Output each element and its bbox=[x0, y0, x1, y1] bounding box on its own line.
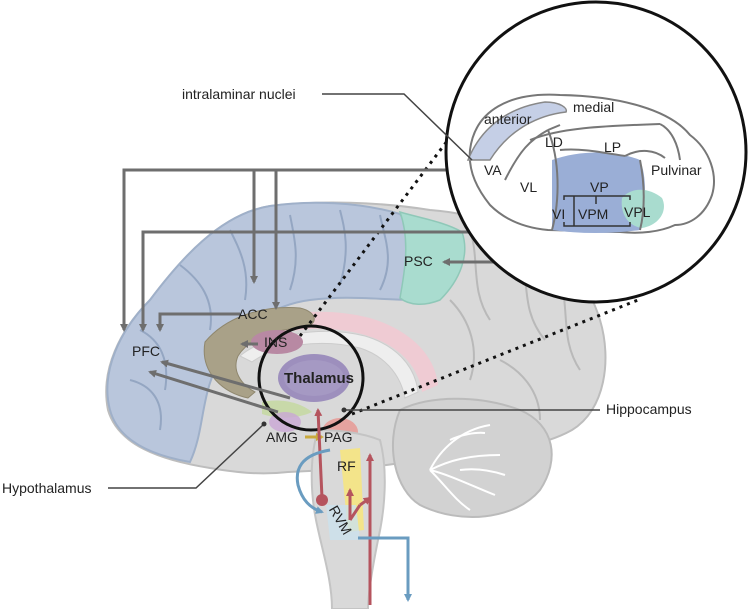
zoom-line-upper bbox=[298, 115, 468, 337]
inset-anterior-tube bbox=[466, 101, 568, 161]
cortex-sulci bbox=[129, 209, 389, 431]
label-ld: LD bbox=[545, 134, 563, 150]
ascending-pathway bbox=[314, 408, 374, 605]
inset-vp-bracket bbox=[563, 195, 631, 227]
label-rf: RF bbox=[337, 458, 356, 474]
label-vpl: VPL bbox=[624, 204, 651, 220]
label-psc: PSC bbox=[404, 253, 433, 269]
callouts: intralaminar nuclei Hippocampus Hypothal… bbox=[2, 86, 692, 496]
brain-sagittal bbox=[105, 201, 607, 610]
cerebellum bbox=[392, 397, 553, 518]
label-vpm: VPM bbox=[578, 206, 608, 222]
label-medial: medial bbox=[573, 99, 614, 115]
descending-pathway bbox=[295, 448, 412, 602]
label-pulvinar: Pulvinar bbox=[651, 162, 702, 178]
label-intralaminar: intralaminar nuclei bbox=[182, 86, 296, 102]
zoom-line-lower bbox=[351, 298, 639, 416]
label-lp: LP bbox=[604, 139, 621, 155]
inset-vp-region bbox=[552, 152, 645, 233]
label-amg: AMG bbox=[266, 429, 298, 445]
label-anterior: anterior bbox=[484, 111, 532, 127]
psc-region bbox=[398, 210, 466, 305]
corpus-callosum bbox=[239, 331, 419, 399]
label-pag: PAG bbox=[324, 429, 353, 445]
label-va: VA bbox=[484, 162, 502, 178]
brain-labels: PFC ACC INS PSC Thalamus AMG PAG RF RVM bbox=[132, 253, 433, 537]
label-pfc: PFC bbox=[132, 343, 160, 359]
label-vp: VP bbox=[590, 179, 609, 195]
label-ins: INS bbox=[264, 334, 287, 350]
inset-labels: anterior medial LD LP VA VL VP Pulvinar … bbox=[484, 99, 702, 222]
thalamus-focus-circle bbox=[257, 324, 365, 432]
label-vi: VI bbox=[552, 206, 565, 222]
label-vl: VL bbox=[520, 179, 537, 195]
inset-divisions bbox=[504, 123, 681, 231]
label-hypothalamus: Hypothalamus bbox=[2, 480, 92, 496]
label-acc: ACC bbox=[238, 306, 268, 322]
thalamus-inset bbox=[444, 0, 748, 304]
rvm-red-node bbox=[316, 494, 328, 506]
ins-region bbox=[251, 330, 303, 354]
label-hippocampus: Hippocampus bbox=[606, 401, 692, 417]
projection-arrows bbox=[120, 168, 646, 414]
label-thalamus: Thalamus bbox=[284, 370, 354, 387]
